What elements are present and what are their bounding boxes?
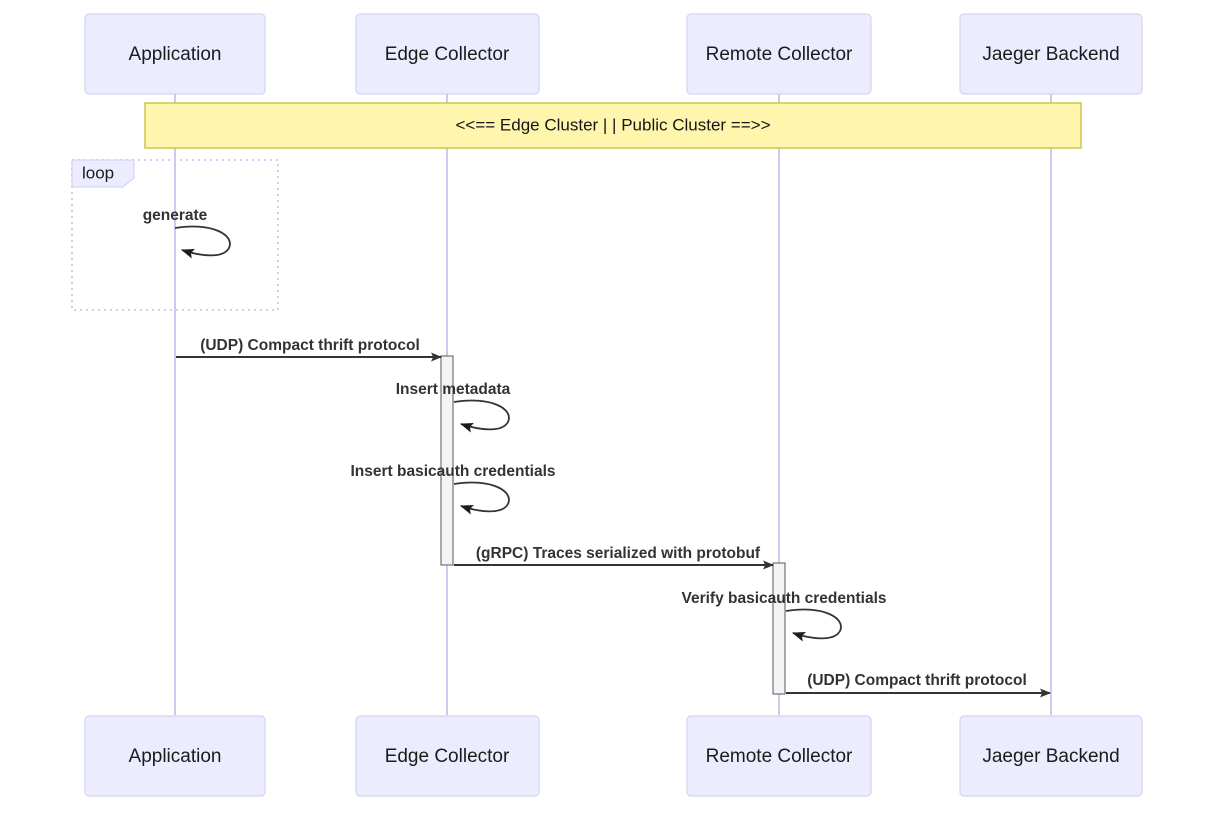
participant-label-footer-edge-collector: Edge Collector <box>385 746 510 767</box>
message-label-insert-metadata: Insert metadata <box>396 381 511 398</box>
note-edge-public-cluster: <<== Edge Cluster | | Public Cluster ==>… <box>144 102 1082 149</box>
participant-box-application[interactable] <box>84 13 266 95</box>
participant-footer-jaeger-backend[interactable]: Jaeger Backend <box>959 715 1143 797</box>
message-label-insert-basicauth: Insert basicauth credentials <box>350 463 555 480</box>
participant-box-jaeger-backend[interactable] <box>959 13 1143 95</box>
message-label-generate: generate <box>143 207 208 224</box>
participant-label-footer-remote-collector: Remote Collector <box>706 746 853 767</box>
self-loop-arrow-generate <box>174 225 231 259</box>
participant-footer-remote-collector[interactable]: Remote Collector <box>686 715 872 797</box>
participant-box-footer-application[interactable] <box>84 715 266 797</box>
note-box <box>144 102 1082 149</box>
loop-frame-border <box>71 159 279 311</box>
self-loop-arrow-insert-basicauth <box>453 481 510 515</box>
message-grpc-edge-to-remote[interactable]: (gRPC) Traces serialized with protobuf <box>454 545 774 570</box>
note-label: <<== Edge Cluster | | Public Cluster ==>… <box>455 115 770 134</box>
participant-box-remote-collector[interactable] <box>686 13 872 95</box>
participant-label-jaeger-backend: Jaeger Backend <box>982 44 1119 65</box>
participant-label-footer-jaeger-backend: Jaeger Backend <box>982 746 1119 767</box>
message-generate[interactable]: generate <box>143 207 231 259</box>
participant-header-remote-collector[interactable]: Remote Collector <box>686 13 872 95</box>
participant-header-edge-collector[interactable]: Edge Collector <box>355 13 540 95</box>
participant-footer-edge-collector[interactable]: Edge Collector <box>355 715 540 797</box>
message-udp-app-to-edge[interactable]: (UDP) Compact thrift protocol <box>176 337 442 362</box>
message-label-grpc-edge-to-remote: (gRPC) Traces serialized with protobuf <box>476 545 761 562</box>
participant-label-footer-application: Application <box>129 746 222 767</box>
message-label-verify-basicauth: Verify basicauth credentials <box>681 590 886 607</box>
participant-label-application: Application <box>129 44 222 65</box>
participant-header-application[interactable]: Application <box>84 13 266 95</box>
self-loop-arrow-insert-metadata <box>453 399 510 433</box>
participant-box-footer-edge-collector[interactable] <box>355 715 540 797</box>
message-label-udp-remote-to-jaeger: (UDP) Compact thrift protocol <box>807 672 1027 689</box>
loop-tag-shape <box>71 159 135 188</box>
participant-label-edge-collector: Edge Collector <box>385 44 510 65</box>
loop-fragment: loop generate <box>71 159 279 311</box>
participant-label-remote-collector: Remote Collector <box>706 44 853 65</box>
message-verify-basicauth[interactable]: Verify basicauth credentials <box>681 590 887 642</box>
participant-box-footer-jaeger-backend[interactable] <box>959 715 1143 797</box>
message-insert-metadata[interactable]: Insert metadata <box>396 381 511 433</box>
participant-box-edge-collector[interactable] <box>355 13 540 95</box>
loop-tag-label: loop <box>82 163 114 182</box>
activation-remote-collector <box>772 562 786 695</box>
message-label-udp-app-to-edge: (UDP) Compact thrift protocol <box>200 337 420 354</box>
participant-footer-application[interactable]: Application <box>84 715 266 797</box>
message-insert-basicauth[interactable]: Insert basicauth credentials <box>350 463 556 515</box>
activation-edge-collector <box>440 355 454 566</box>
lifelines <box>174 94 1052 715</box>
participant-header-jaeger-backend[interactable]: Jaeger Backend <box>959 13 1143 95</box>
self-loop-arrow-verify-basicauth <box>785 608 842 642</box>
message-udp-remote-to-jaeger[interactable]: (UDP) Compact thrift protocol <box>786 672 1051 698</box>
participant-box-footer-remote-collector[interactable] <box>686 715 872 797</box>
